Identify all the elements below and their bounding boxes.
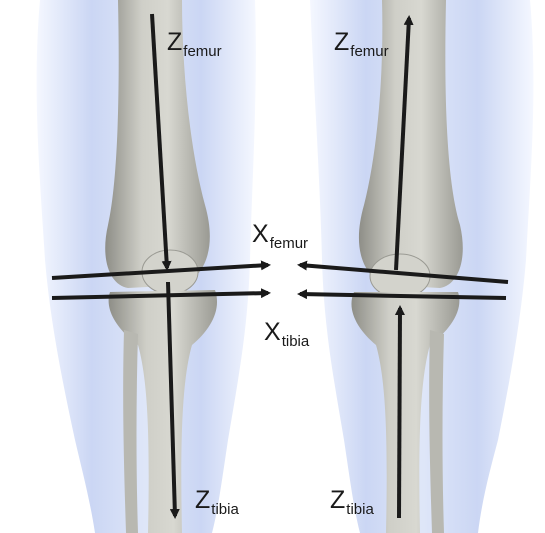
label-x-tibia: Xtibia bbox=[264, 320, 309, 349]
label-x-femur: Xfemur bbox=[252, 222, 308, 251]
right-z-tibia-arrow bbox=[399, 308, 400, 518]
right-leg bbox=[310, 0, 533, 533]
label-z-tibia-right: Ztibia bbox=[330, 488, 374, 517]
label-z-tibia-left: Ztibia bbox=[195, 488, 239, 517]
label-z-femur-left: Zfemur bbox=[167, 30, 222, 59]
label-z-femur-right: Zfemur bbox=[334, 30, 389, 59]
right-fibula bbox=[429, 330, 444, 533]
left-fibula bbox=[123, 330, 138, 533]
